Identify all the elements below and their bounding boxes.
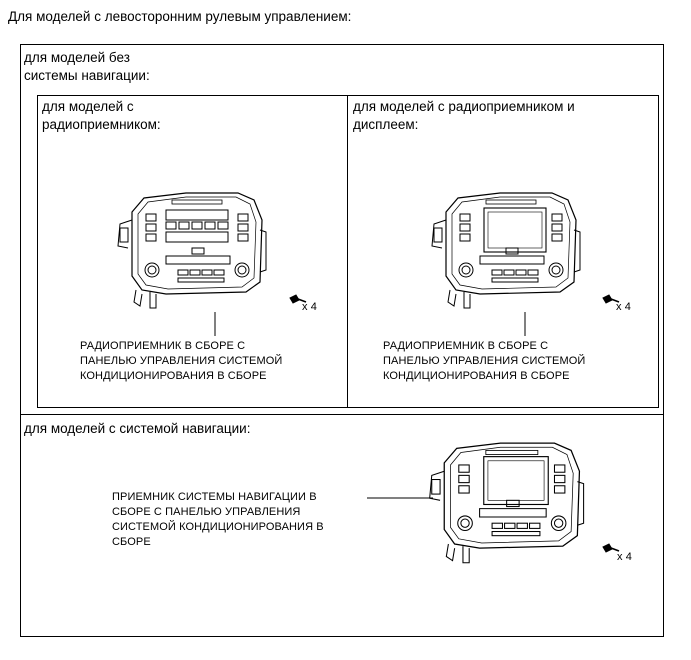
page-heading: Для моделей с левосторонним рулевым упра… — [8, 9, 352, 24]
inner-frame — [37, 95, 659, 408]
outer-frame — [20, 44, 664, 637]
no-nav-label-1: для моделей без — [24, 50, 130, 65]
bolt-icon — [602, 294, 620, 304]
left-caption-1: РАДИОПРИЕМНИК В СБОРЕ С — [80, 340, 246, 352]
display-console-illustration — [431, 192, 581, 309]
navigation-console-illustration — [429, 442, 585, 564]
left-caption-3: КОНДИЦИОНИРОВАНИЯ В СБОРЕ — [80, 370, 267, 382]
right-caption-1: РАДИОПРИЕМНИК В СБОРЕ С — [383, 340, 549, 352]
nav-quantity: x 4 — [617, 551, 632, 563]
no-nav-label-2: системы навигации: — [24, 68, 150, 83]
right-panel-label-1: для моделей с радиоприемником и — [353, 99, 575, 114]
panel-divider — [347, 95, 348, 408]
section-divider — [20, 414, 664, 415]
left-panel-label-1: для моделей с — [42, 99, 134, 114]
right-panel-label-2: дисплеем: — [353, 117, 419, 132]
nav-caption-2: СБОРЕ С ПАНЕЛЬЮ УПРАВЛЕНИЯ — [112, 506, 301, 518]
bolt-icon — [289, 294, 307, 304]
left-panel-label-2: радиоприемником: — [42, 117, 161, 132]
right-caption-3: КОНДИЦИОНИРОВАНИЯ В СБОРЕ — [383, 370, 570, 382]
left-quantity: x 4 — [302, 301, 317, 313]
left-caption-2: ПАНЕЛЬЮ УПРАВЛЕНИЯ СИСТЕМОЙ — [80, 355, 283, 367]
radio-console-illustration — [117, 192, 267, 309]
right-caption-2: ПАНЕЛЬЮ УПРАВЛЕНИЯ СИСТЕМОЙ — [383, 355, 586, 367]
nav-caption-3: СИСТЕМОЙ КОНДИЦИОНИРОВАНИЯ В — [112, 521, 324, 533]
bolt-icon — [602, 543, 620, 553]
nav-caption-1: ПРИЕМНИК СИСТЕМЫ НАВИГАЦИИ В — [112, 491, 317, 503]
nav-caption-4: СБОРЕ — [112, 536, 151, 548]
nav-label: для моделей с системой навигации: — [24, 421, 251, 436]
right-quantity: x 4 — [616, 301, 631, 313]
